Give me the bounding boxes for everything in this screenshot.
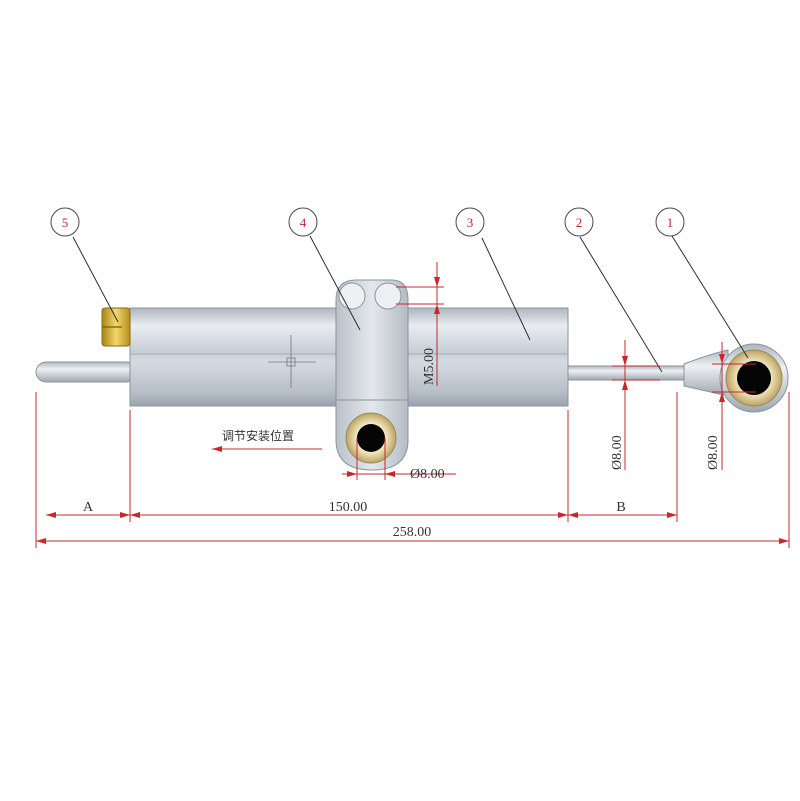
callout-5-label: 5 [62, 215, 69, 230]
callout-5: 5 [50, 207, 80, 237]
callout-4: 4 [288, 207, 318, 237]
callout-3-leader [481, 237, 531, 341]
left-piston-rod [35, 361, 137, 383]
clamp-hole-right [374, 282, 402, 310]
dim-mount-hole-label: Ø8.00 [410, 467, 445, 482]
dim-m5-label: M5.00 [422, 348, 437, 385]
callout-1-label: 1 [667, 215, 674, 230]
callout-4-label: 4 [300, 215, 307, 230]
callout-3-label: 3 [467, 215, 474, 230]
callout-2-leader [579, 236, 663, 373]
rod-end-hole [737, 361, 771, 395]
dim-a-label: A [83, 500, 94, 515]
dim-rod-dia-label: Ø8.00 [610, 435, 625, 470]
mount-eye-hole [357, 424, 385, 452]
callout-2-label: 2 [576, 215, 583, 230]
right-piston-rod [567, 365, 693, 381]
clamp-bracket [335, 279, 409, 401]
callout-3: 3 [455, 207, 485, 237]
dim-150-label: 150.00 [329, 500, 368, 515]
dim-258-label: 258.00 [393, 525, 432, 540]
dim-rod-end-dia-label: Ø8.00 [706, 435, 721, 470]
callout-1: 1 [655, 207, 685, 237]
center-mark-box [286, 357, 296, 367]
clamp-hole-left [338, 282, 366, 310]
adjust-position-label: 调节安装位置 [222, 428, 294, 443]
callout-1-leader [671, 235, 749, 359]
callout-4-leader [309, 235, 361, 331]
dim-b-label: B [616, 500, 625, 515]
callout-5-leader [72, 236, 119, 323]
callout-2: 2 [564, 207, 594, 237]
